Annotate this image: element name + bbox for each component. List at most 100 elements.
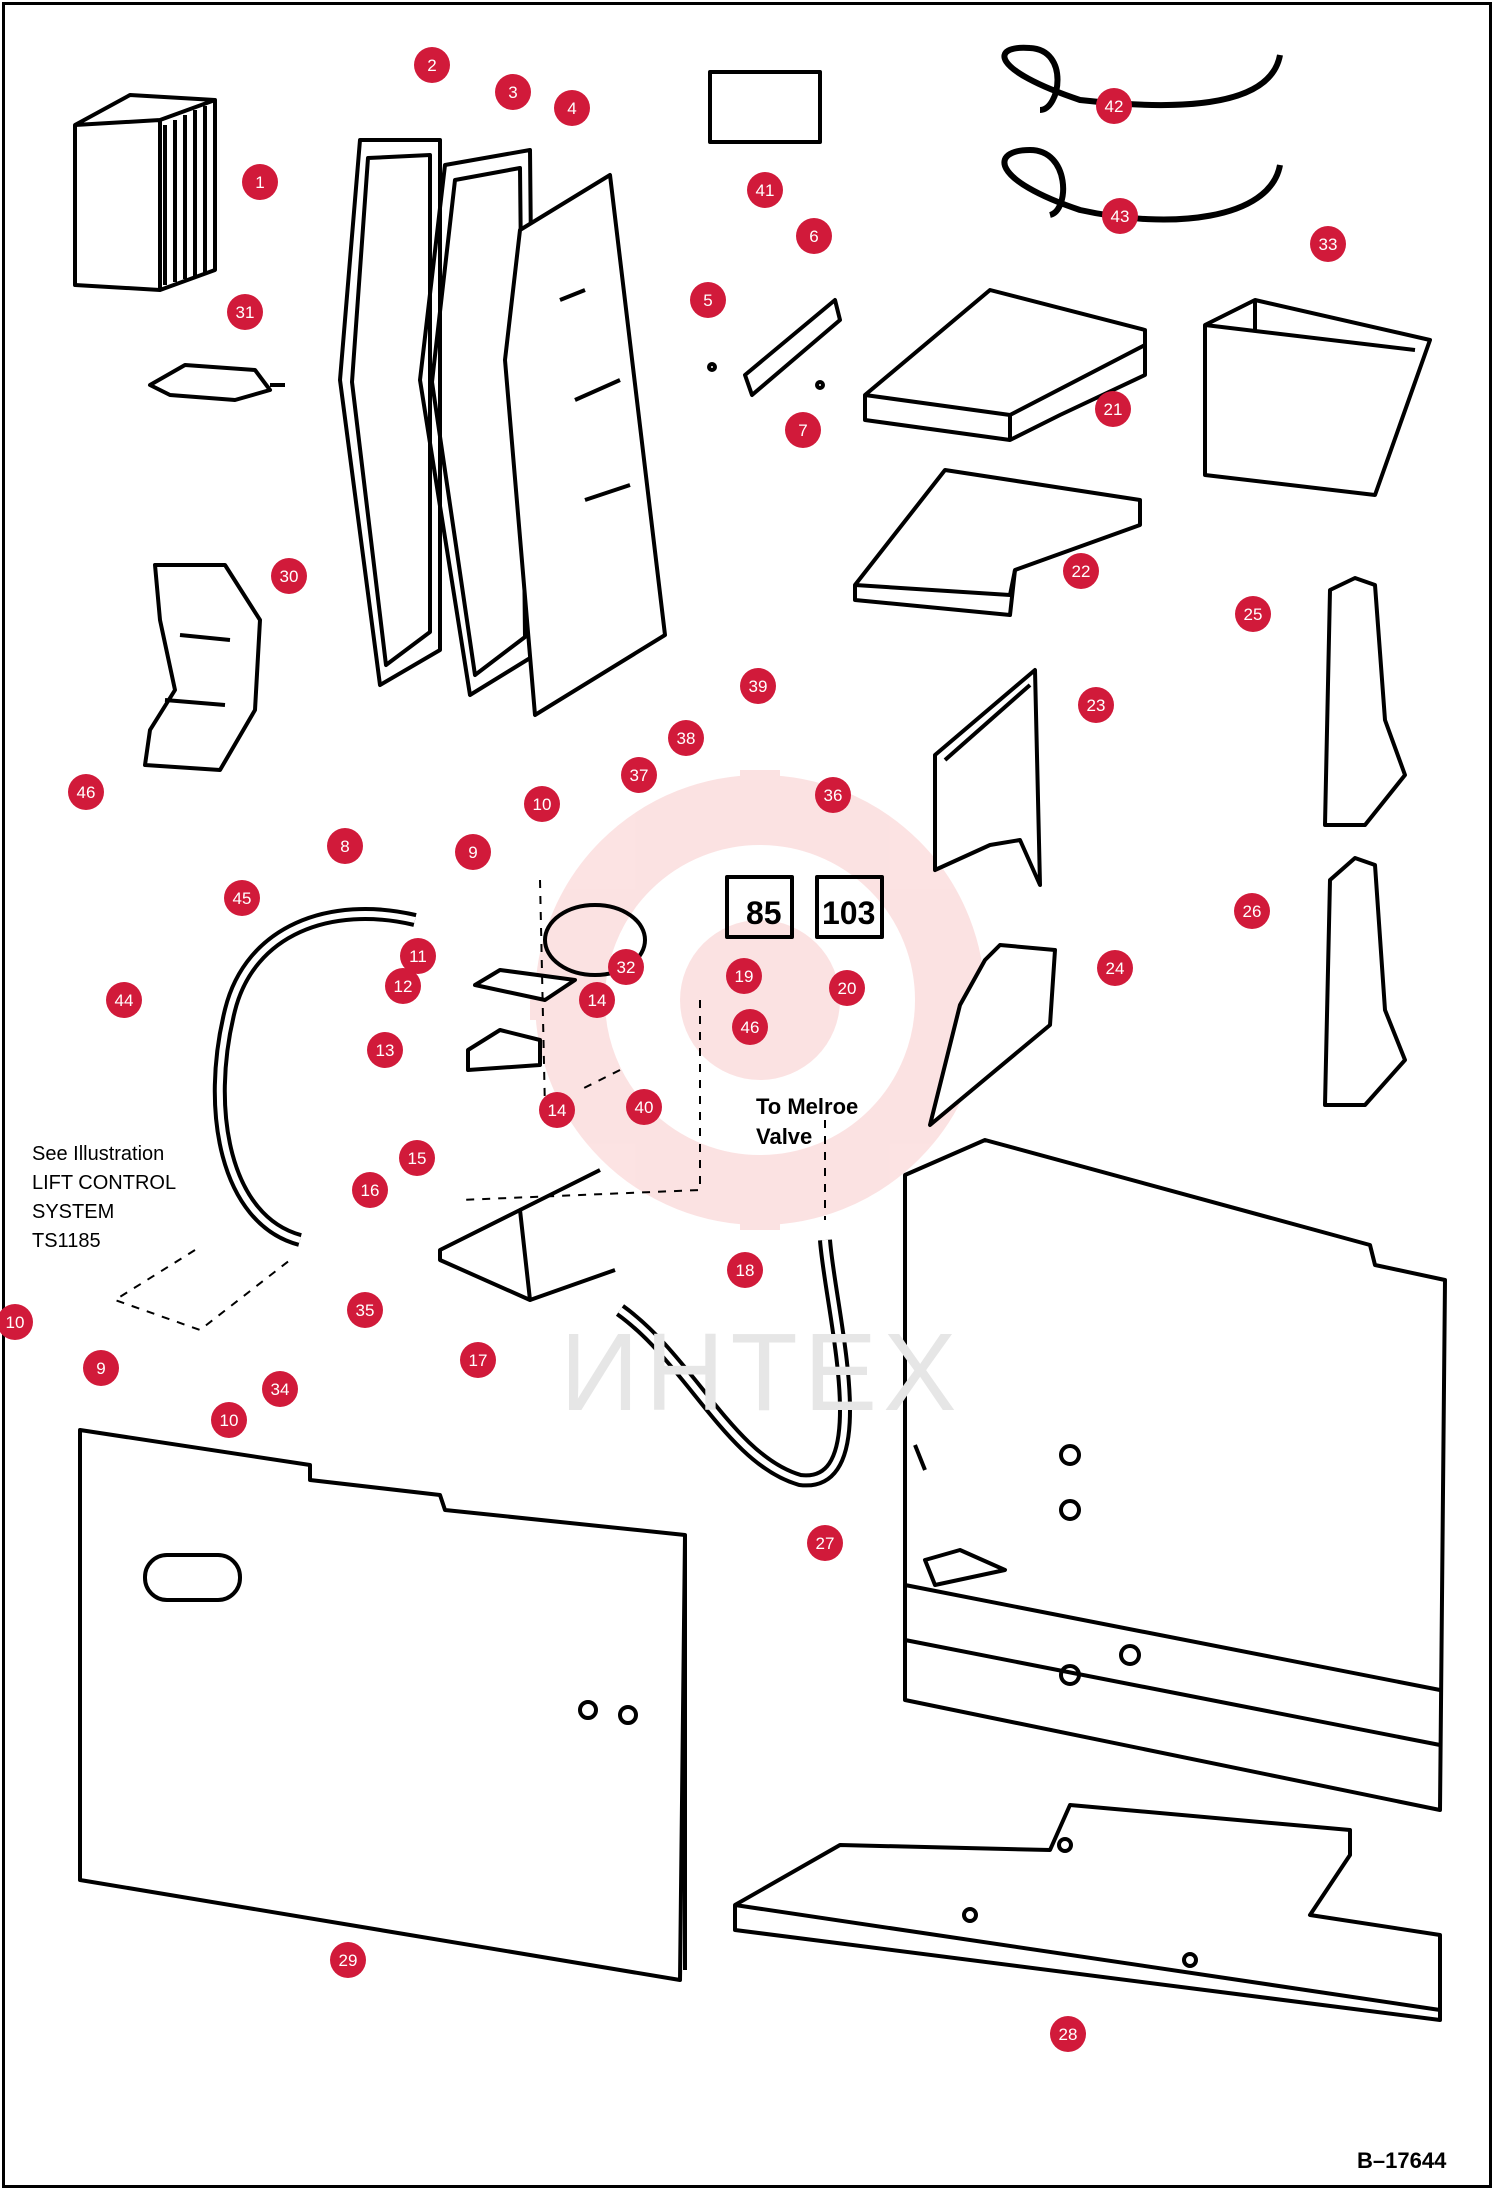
callout-46: 46 [68, 774, 104, 810]
callout-38: 38 [668, 720, 704, 756]
callout-circle [327, 828, 363, 864]
callout-label: 37 [630, 766, 649, 785]
part-31-tube [148, 363, 285, 402]
callout-label: 29 [339, 1951, 358, 1970]
callout-circle [224, 880, 260, 916]
part-41-decal [708, 70, 822, 144]
callout-circle [399, 1140, 435, 1176]
callout-circle [726, 958, 762, 994]
part-6-bracket [707, 298, 842, 397]
callout-circle [271, 558, 307, 594]
callout-15: 15 [399, 1140, 435, 1176]
part-43-hose [1001, 147, 1283, 223]
callout-label: 26 [1243, 902, 1262, 921]
callout-circle [106, 982, 142, 1018]
callout-circle [347, 1292, 383, 1328]
callout-label: 4 [567, 99, 576, 118]
callout-label: 30 [280, 567, 299, 586]
part-27-panel [903, 1138, 1447, 1812]
callout-43: 43 [1102, 198, 1138, 234]
decal-20-value: 103 [822, 895, 876, 931]
callout-label: 25 [1244, 605, 1263, 624]
callout-label: 18 [736, 1261, 755, 1280]
callout-circle [579, 982, 615, 1018]
part-4-glass [503, 173, 667, 717]
callout-label: 45 [233, 889, 252, 908]
callout-8: 8 [327, 828, 363, 864]
callout-10: 10 [524, 786, 560, 822]
callout-45: 45 [224, 880, 260, 916]
callout-circle [1050, 2016, 1086, 2052]
callout-label: 31 [236, 303, 255, 322]
callout-label: 20 [838, 979, 857, 998]
callout-label: 35 [356, 1301, 375, 1320]
part-12-bracket [473, 968, 577, 1002]
callout-label: 41 [756, 181, 775, 200]
part-17-tube [438, 1168, 616, 1302]
callout-34: 34 [262, 1371, 298, 1407]
callout-circle [732, 1009, 768, 1045]
callout-22: 22 [1063, 553, 1099, 589]
callout-circle [400, 938, 436, 974]
callout-35: 35 [347, 1292, 383, 1328]
callout-label: 43 [1111, 207, 1130, 226]
callout-label: 21 [1104, 400, 1123, 419]
callout-circle [1310, 226, 1346, 262]
callout-circle [385, 968, 421, 1004]
watermark-logo [530, 770, 990, 1230]
melroe-line-1: To Melroe [756, 1094, 859, 1119]
callout-16: 16 [352, 1172, 388, 1208]
part-3-seal [418, 148, 537, 697]
callout-label: 5 [703, 291, 712, 310]
callout-circle [554, 90, 590, 126]
callout-circle [1078, 687, 1114, 723]
callout-circle [68, 774, 104, 810]
callout-circle [626, 1089, 662, 1125]
callout-label: 22 [1072, 562, 1091, 581]
callout-23: 23 [1078, 687, 1114, 723]
callout-21: 21 [1095, 391, 1131, 427]
callout-14: 14 [579, 982, 615, 1018]
callout-label: 27 [816, 1534, 835, 1553]
callout-26: 26 [1234, 893, 1270, 929]
callout-42: 42 [1096, 88, 1132, 124]
part-1-filter-box [73, 93, 217, 292]
callout-circle [242, 164, 278, 200]
callout-circle [227, 294, 263, 330]
callout-27: 27 [807, 1525, 843, 1561]
callout-circle [747, 172, 783, 208]
callout-24: 24 [1097, 950, 1133, 986]
part-28-plate [733, 1803, 1442, 2022]
callout-circle [330, 1942, 366, 1978]
note-line-1: See Illustration [32, 1143, 165, 1165]
callout-40: 40 [626, 1089, 662, 1125]
callout-label: 15 [408, 1149, 427, 1168]
callout-3: 3 [495, 74, 531, 110]
callout-circle [539, 1092, 575, 1128]
callout-circle [608, 949, 644, 985]
part-19-decal [725, 875, 794, 939]
callout-circle [1102, 198, 1138, 234]
decal-19-value: 85 [746, 895, 782, 931]
callout-circle [262, 1371, 298, 1407]
part-23-plate [933, 668, 1042, 887]
callout-circle [495, 74, 531, 110]
callout-5: 5 [690, 282, 726, 318]
callout-circle [460, 1342, 496, 1378]
callout-label: 33 [1319, 235, 1338, 254]
callout-circle [0, 1304, 33, 1340]
callout-17: 17 [460, 1342, 496, 1378]
callout-10: 10 [211, 1402, 247, 1438]
callout-11: 11 [400, 938, 436, 974]
callout-9: 9 [83, 1350, 119, 1386]
callout-label: 14 [588, 991, 607, 1010]
callout-19: 19 [726, 958, 762, 994]
callout-label: 6 [809, 227, 818, 246]
callout-30: 30 [271, 558, 307, 594]
callout-label: 17 [469, 1351, 488, 1370]
callout-label: 38 [677, 729, 696, 748]
callout-9: 9 [455, 834, 491, 870]
part-29-panel [78, 1428, 687, 1982]
